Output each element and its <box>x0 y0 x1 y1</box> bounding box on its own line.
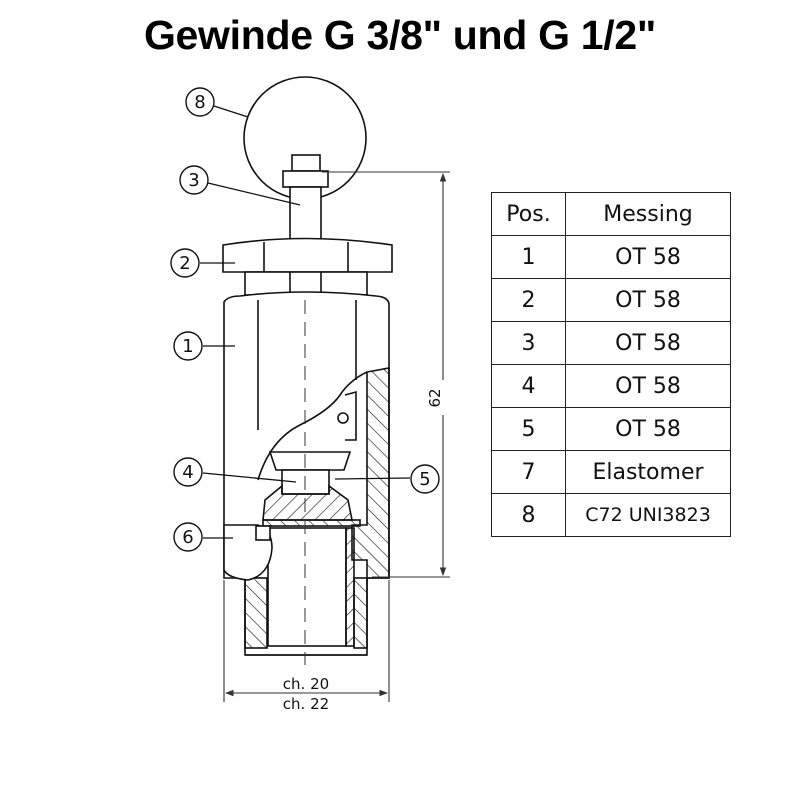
cell-material: OT 58 <box>565 407 731 451</box>
page-title: Gewinde G 3/8" und G 1/2" <box>143 12 657 58</box>
cell-pos: 2 <box>491 278 566 322</box>
stem-cap <box>291 154 321 172</box>
svg-text:6: 6 <box>182 527 193 548</box>
cell-pos: 4 <box>491 364 566 408</box>
callout-5: 5 <box>410 464 440 494</box>
svg-text:3: 3 <box>188 170 199 191</box>
dimension-width-label-1: ch. 20 <box>283 675 329 693</box>
dimension-height-label: 62 <box>426 388 444 407</box>
cell-material: OT 58 <box>565 364 731 408</box>
header-material: Messing <box>565 192 731 236</box>
callout-2: 2 <box>170 248 200 278</box>
cell-pos: 5 <box>491 407 566 451</box>
cell-material: OT 58 <box>565 278 731 322</box>
cell-pos: 7 <box>491 450 566 494</box>
callout-6: 6 <box>173 522 203 552</box>
header-pos: Pos. <box>491 192 566 236</box>
cell-material: OT 58 <box>565 321 731 365</box>
cell-material: Elastomer <box>565 450 731 494</box>
svg-text:4: 4 <box>182 462 193 483</box>
nut-part-2 <box>222 237 393 273</box>
callout-3: 3 <box>179 165 209 195</box>
callout-8: 8 <box>185 87 215 117</box>
cell-material: C72 UNI3823 <box>565 493 731 537</box>
svg-text:2: 2 <box>179 253 190 274</box>
cell-pos: 8 <box>491 493 566 537</box>
svg-text:1: 1 <box>182 336 193 357</box>
stem-flange <box>282 170 329 188</box>
callout-4: 4 <box>173 457 203 487</box>
cell-pos: 1 <box>491 235 566 279</box>
svg-text:8: 8 <box>194 92 205 113</box>
table-header-row: Pos. Messing <box>491 192 731 236</box>
dimension-width-label-2: ch. 22 <box>283 695 329 713</box>
svg-text:5: 5 <box>419 469 430 490</box>
cell-pos: 3 <box>491 321 566 365</box>
stem-part-3 <box>289 186 322 240</box>
callout-1: 1 <box>173 331 203 361</box>
cell-material: OT 58 <box>565 235 731 279</box>
